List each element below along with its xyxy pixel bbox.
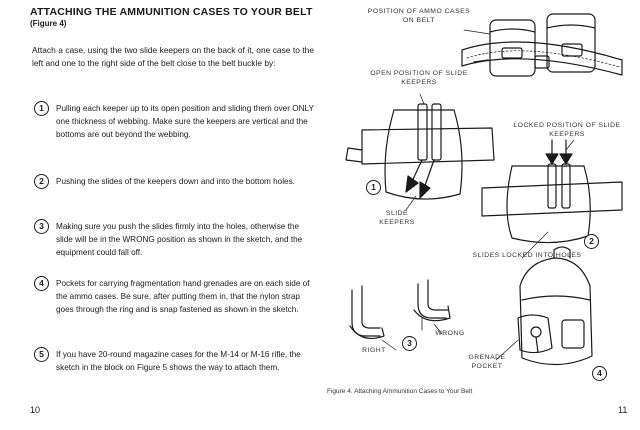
label-slide-keepers: SLIDE KEEPERS	[379, 210, 415, 226]
callout-leader-lines	[381, 29, 575, 361]
label-locked-position: LOCKED POSITION OF SLIDE KEEPERS	[513, 122, 621, 138]
callout-2: 2	[584, 234, 599, 249]
step-text: If you have 20-round magazine cases for …	[56, 350, 301, 372]
page-number-right: 11	[618, 405, 628, 415]
right-wrong-slides-drawing	[349, 279, 451, 339]
grenade-pocket-drawing	[517, 246, 593, 366]
label-slides-locked: SLIDES LOCKED INTO HOLES	[472, 252, 582, 259]
page-heading: ATTACHING THE AMMUNITION CASES TO YOUR B…	[30, 6, 313, 18]
figure-4-illustration	[345, 13, 623, 366]
step-text: Making sure you push the slides firmly i…	[56, 222, 303, 257]
step-number: 1	[34, 101, 49, 116]
locked-slide-keepers-drawing	[481, 139, 623, 244]
step-text: Pulling each keeper up to its open posit…	[56, 104, 314, 139]
callout-1: 1	[366, 180, 381, 195]
intro-paragraph: Attach a case, using the two slide keepe…	[32, 45, 314, 68]
step-number: 5	[34, 347, 49, 362]
step-number: 2	[34, 174, 49, 189]
label-wrong: WRONG	[435, 330, 465, 337]
callout-4: 4	[592, 366, 607, 381]
page-number-left: 10	[30, 405, 41, 415]
label-grenade-pocket: GRENADE POCKET	[468, 354, 506, 370]
step-number: 3	[34, 219, 49, 234]
figure-reference: (Figure 4)	[30, 19, 67, 28]
belt-with-ammo-cases-drawing	[461, 13, 623, 77]
callout-3: 3	[402, 336, 417, 351]
label-position-of-ammo-cases: POSITION OF AMMO CASES ON BELT	[367, 8, 471, 24]
right-page: POSITION OF AMMO CASES ON BELT OPEN POSI…	[322, 0, 640, 430]
figure-caption: Figure 4. Attaching Ammunition Cases to …	[327, 388, 473, 395]
label-right: RIGHT	[362, 347, 386, 354]
open-slide-keepers-drawing	[345, 103, 495, 200]
step-text: Pockets for carrying fragmentation hand …	[56, 279, 310, 314]
left-page: ATTACHING THE AMMUNITION CASES TO YOUR B…	[30, 6, 314, 415]
label-open-position: OPEN POSITION OF SLIDE KEEPERS	[370, 70, 468, 86]
step-text: Pushing the slides of the keepers down a…	[56, 177, 295, 186]
step-number: 4	[34, 276, 49, 291]
